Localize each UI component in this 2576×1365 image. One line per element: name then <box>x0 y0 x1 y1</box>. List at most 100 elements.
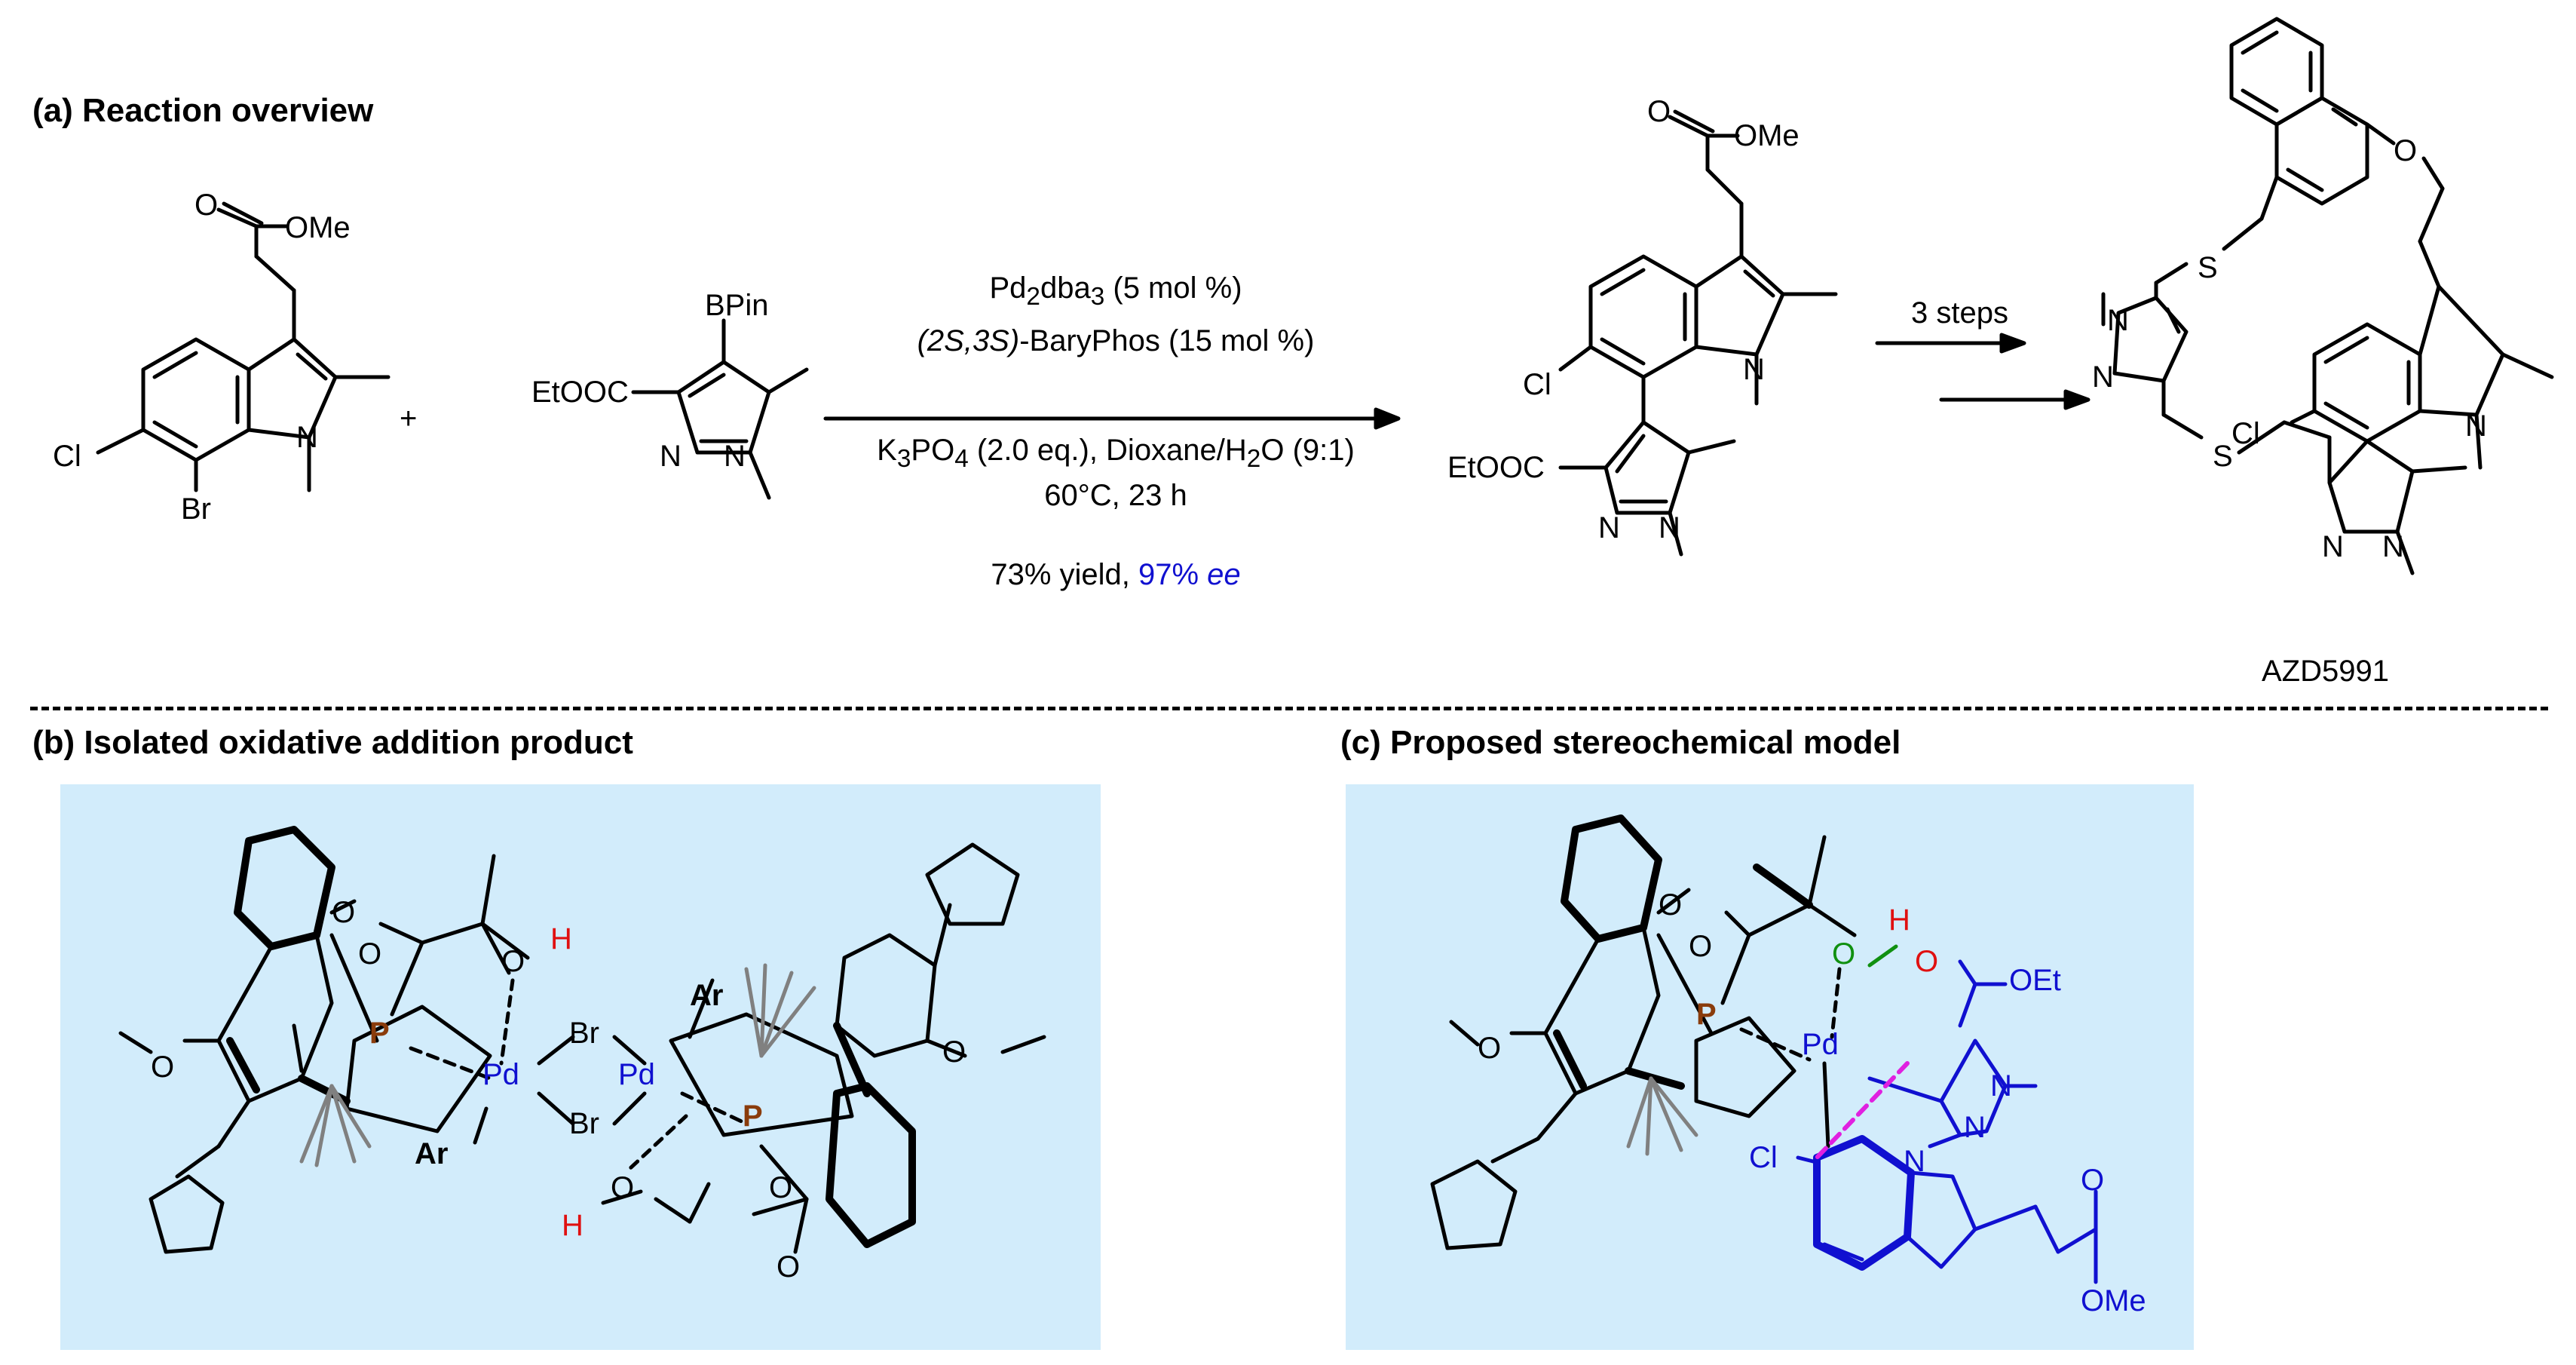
pd-dimer-structure <box>118 826 1046 1254</box>
catalyst-loading: (5 mol %) <box>1104 271 1242 305</box>
label-s-1: S <box>2198 251 2218 284</box>
label-br: Br <box>181 492 211 526</box>
pyrazole-reactant <box>631 318 809 500</box>
label-o-c3: O <box>1478 1032 1502 1065</box>
solvent-sub: 2 <box>1246 445 1261 473</box>
section-divider <box>30 707 2548 710</box>
label-o-b3: O <box>151 1051 175 1084</box>
label-br-b1: Br <box>569 1017 599 1050</box>
label-n-pyr1a: N <box>660 440 682 473</box>
yield-line: 73% yield, 97% ee <box>890 558 1342 592</box>
label-n-indole2: N <box>1743 353 1765 386</box>
label-ome-c: OMe <box>2081 1284 2146 1317</box>
azd5991-structure <box>2101 17 2554 575</box>
label-o-c6: O <box>2081 1164 2105 1197</box>
label-p-c1: P <box>1696 998 1717 1031</box>
tbu-groups-c <box>1626 1076 1698 1156</box>
label-oet: OEt <box>2009 964 2061 997</box>
label-p-b1: P <box>369 1017 390 1050</box>
ee-label: ee <box>1207 558 1241 591</box>
steps-label: 3 steps <box>1911 296 2008 330</box>
label-o-ether: O <box>2394 134 2418 167</box>
label-pd-c1: Pd <box>1802 1028 1839 1061</box>
label-o-b6: O <box>769 1171 793 1204</box>
label-n-c2: N <box>1964 1111 1986 1144</box>
product-name: AZD5991 <box>2262 655 2389 688</box>
label-p-b2: P <box>743 1100 763 1133</box>
label-o-b2: O <box>358 937 382 971</box>
label-n-azd-a: N <box>2107 304 2129 337</box>
indole-reactant <box>96 201 391 492</box>
catalyst-sub2: 3 <box>1090 283 1105 311</box>
label-ar-b1: Ar <box>690 979 724 1012</box>
heading-stereochemical-model: (c) Proposed stereochemical model <box>1340 724 1901 761</box>
ligand-name: -BaryPhos (15 mol %) <box>1019 324 1315 357</box>
label-o-b4: O <box>501 945 525 978</box>
temp-time: 60°C, 23 h <box>1044 479 1187 512</box>
coupled-product <box>1558 109 1838 557</box>
label-o-c2: O <box>1689 930 1713 963</box>
label-cl-3: Cl <box>2231 417 2260 450</box>
catalyst-sub1: 2 <box>1026 283 1040 311</box>
label-o-b7: O <box>776 1250 801 1284</box>
label-o-b1: O <box>332 896 356 929</box>
label-ome-1: OMe <box>285 211 351 244</box>
base-tail: (2.0 eq.), Dioxane/H <box>968 434 1247 467</box>
label-ar-b2: Ar <box>415 1137 449 1170</box>
label-n-pyr2b: N <box>1659 511 1680 544</box>
base-k: K <box>877 434 897 467</box>
label-o-c4: O <box>1832 937 1856 971</box>
base-line: K3PO4 (2.0 eq.), Dioxane/H2O (9:1) <box>814 434 1417 474</box>
hbond-link <box>1867 944 1898 968</box>
label-n-azd-d: N <box>2322 530 2344 563</box>
label-n-azd-c: N <box>2465 410 2487 443</box>
label-bpin: BPin <box>705 289 769 322</box>
yield-text: 73% yield, <box>991 558 1138 591</box>
ee-value: 97% <box>1138 558 1208 591</box>
label-n-azd-b: N <box>2092 360 2114 394</box>
solvent-tail: O (9:1) <box>1260 434 1355 467</box>
ligand-line: (2S,3S)-BaryPhos (15 mol %) <box>814 324 1417 358</box>
label-h-b1: H <box>550 922 572 956</box>
label-s-2: S <box>2213 440 2233 473</box>
label-n-c3: N <box>1904 1145 1925 1178</box>
label-etooc-2: EtOOC <box>1447 451 1545 484</box>
base-sub2: 4 <box>954 445 969 473</box>
base-po: PO <box>911 434 955 467</box>
label-o-c5: O <box>1915 945 1939 978</box>
label-n-azd-e: N <box>2382 530 2404 563</box>
label-cl-1: Cl <box>53 440 81 473</box>
label-o-c1: O <box>1659 888 1683 922</box>
catalyst-line: Pd2dba3 (5 mol %) <box>927 271 1304 311</box>
label-cl-2: Cl <box>1523 368 1551 401</box>
label-ome-2: OMe <box>1734 119 1800 152</box>
plus-sign: + <box>400 402 418 435</box>
catalyst-pd: Pd <box>989 271 1027 305</box>
label-o-b5: O <box>611 1171 635 1204</box>
heading-oxidative-addition: (b) Isolated oxidative addition product <box>32 724 633 761</box>
ligand-stereo: (2S,3S) <box>917 324 1020 357</box>
tbu-groups-b <box>299 963 816 1167</box>
label-h-b2: H <box>562 1209 584 1242</box>
label-o-ester2: O <box>1647 95 1671 128</box>
label-h-c1: H <box>1888 903 1910 937</box>
label-etooc-1: EtOOC <box>531 376 629 409</box>
blue-aryl-fragment <box>1796 959 2098 1284</box>
label-n-pyr2a: N <box>1598 511 1620 544</box>
interaction-line <box>1815 1061 1910 1160</box>
stereo-model-structure <box>1430 814 1857 1250</box>
catalyst-dba: dba <box>1040 271 1091 305</box>
heading-reaction-overview: (a) Reaction overview <box>32 92 374 129</box>
label-n-pyr1b: N <box>724 440 746 473</box>
label-o-ester1: O <box>195 189 219 222</box>
label-br-b2: Br <box>569 1107 599 1140</box>
label-cl-c: Cl <box>1749 1141 1778 1174</box>
label-n-indole1: N <box>296 421 318 454</box>
base-sub: 3 <box>896 445 911 473</box>
label-n-c1: N <box>1990 1069 2012 1103</box>
label-pd-b2: Pd <box>618 1058 655 1091</box>
label-pd-b1: Pd <box>482 1058 519 1091</box>
label-o-b8: O <box>942 1035 966 1069</box>
